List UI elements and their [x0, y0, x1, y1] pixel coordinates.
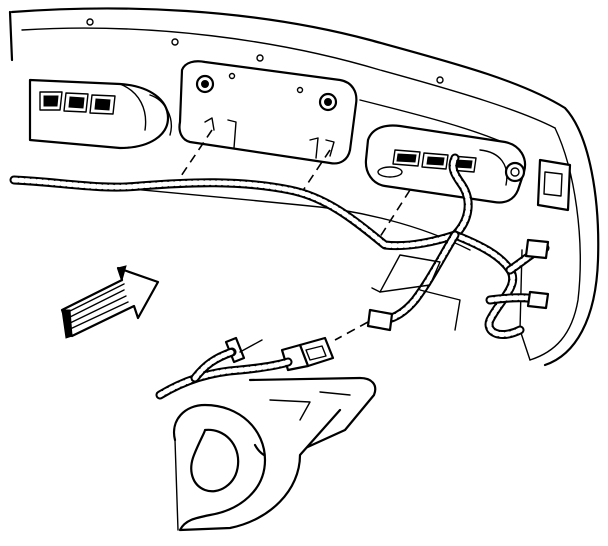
left-turn-signal-lamp: [28, 78, 172, 150]
wiring-harness: [9, 153, 572, 339]
right-turn-signal-lamp: [364, 124, 527, 204]
license-plate-bracket: [178, 60, 358, 165]
horn: [172, 376, 377, 532]
harness-connector: [155, 336, 335, 400]
direction-arrow: [60, 265, 160, 339]
